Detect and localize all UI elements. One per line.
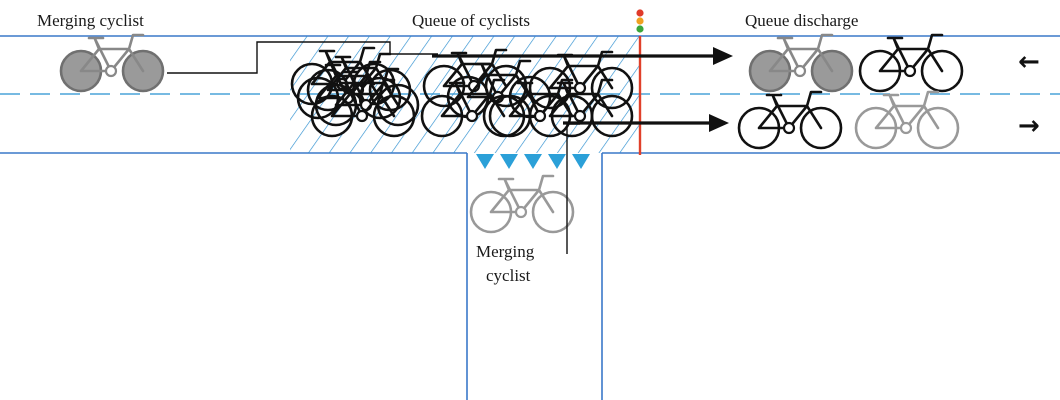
label-merging-cyclist-bottom-line1: Merging — [476, 242, 535, 261]
arrow-head-upper — [713, 47, 733, 65]
merging-path-top — [167, 41, 438, 74]
signal-amber-light — [636, 17, 644, 25]
label-queue-discharge: Queue discharge — [745, 11, 858, 30]
arrow-left-icon: ← — [1018, 47, 1040, 77]
bicycle-icon — [748, 33, 854, 93]
bicycle-icon — [469, 174, 575, 234]
signal-red-light — [636, 9, 644, 17]
label-queue-of-cyclists: Queue of cyclists — [412, 11, 530, 30]
label-merging-cyclist-top: Merging cyclist — [37, 11, 144, 30]
bicycle-icon — [854, 90, 960, 150]
arrow-head-lower — [709, 114, 729, 132]
yield-triangle-icon — [476, 154, 494, 169]
signal-green-light — [636, 25, 644, 33]
bicycle-icon — [858, 33, 964, 93]
label-merging-cyclist-bottom-line2: cyclist — [486, 266, 531, 285]
bicycle-icon — [59, 33, 165, 93]
discharge-arrows — [432, 47, 733, 132]
yield-triangle-icon — [524, 154, 542, 169]
traffic-light-icon — [636, 9, 644, 33]
merging-path-bottom — [566, 123, 580, 254]
arrow-right-icon: → — [1018, 111, 1040, 141]
bicycle-icon — [737, 90, 843, 150]
yield-triangles — [476, 154, 590, 169]
yield-triangle-icon — [548, 154, 566, 169]
yield-triangle-icon — [572, 154, 590, 169]
yield-triangle-icon — [500, 154, 518, 169]
